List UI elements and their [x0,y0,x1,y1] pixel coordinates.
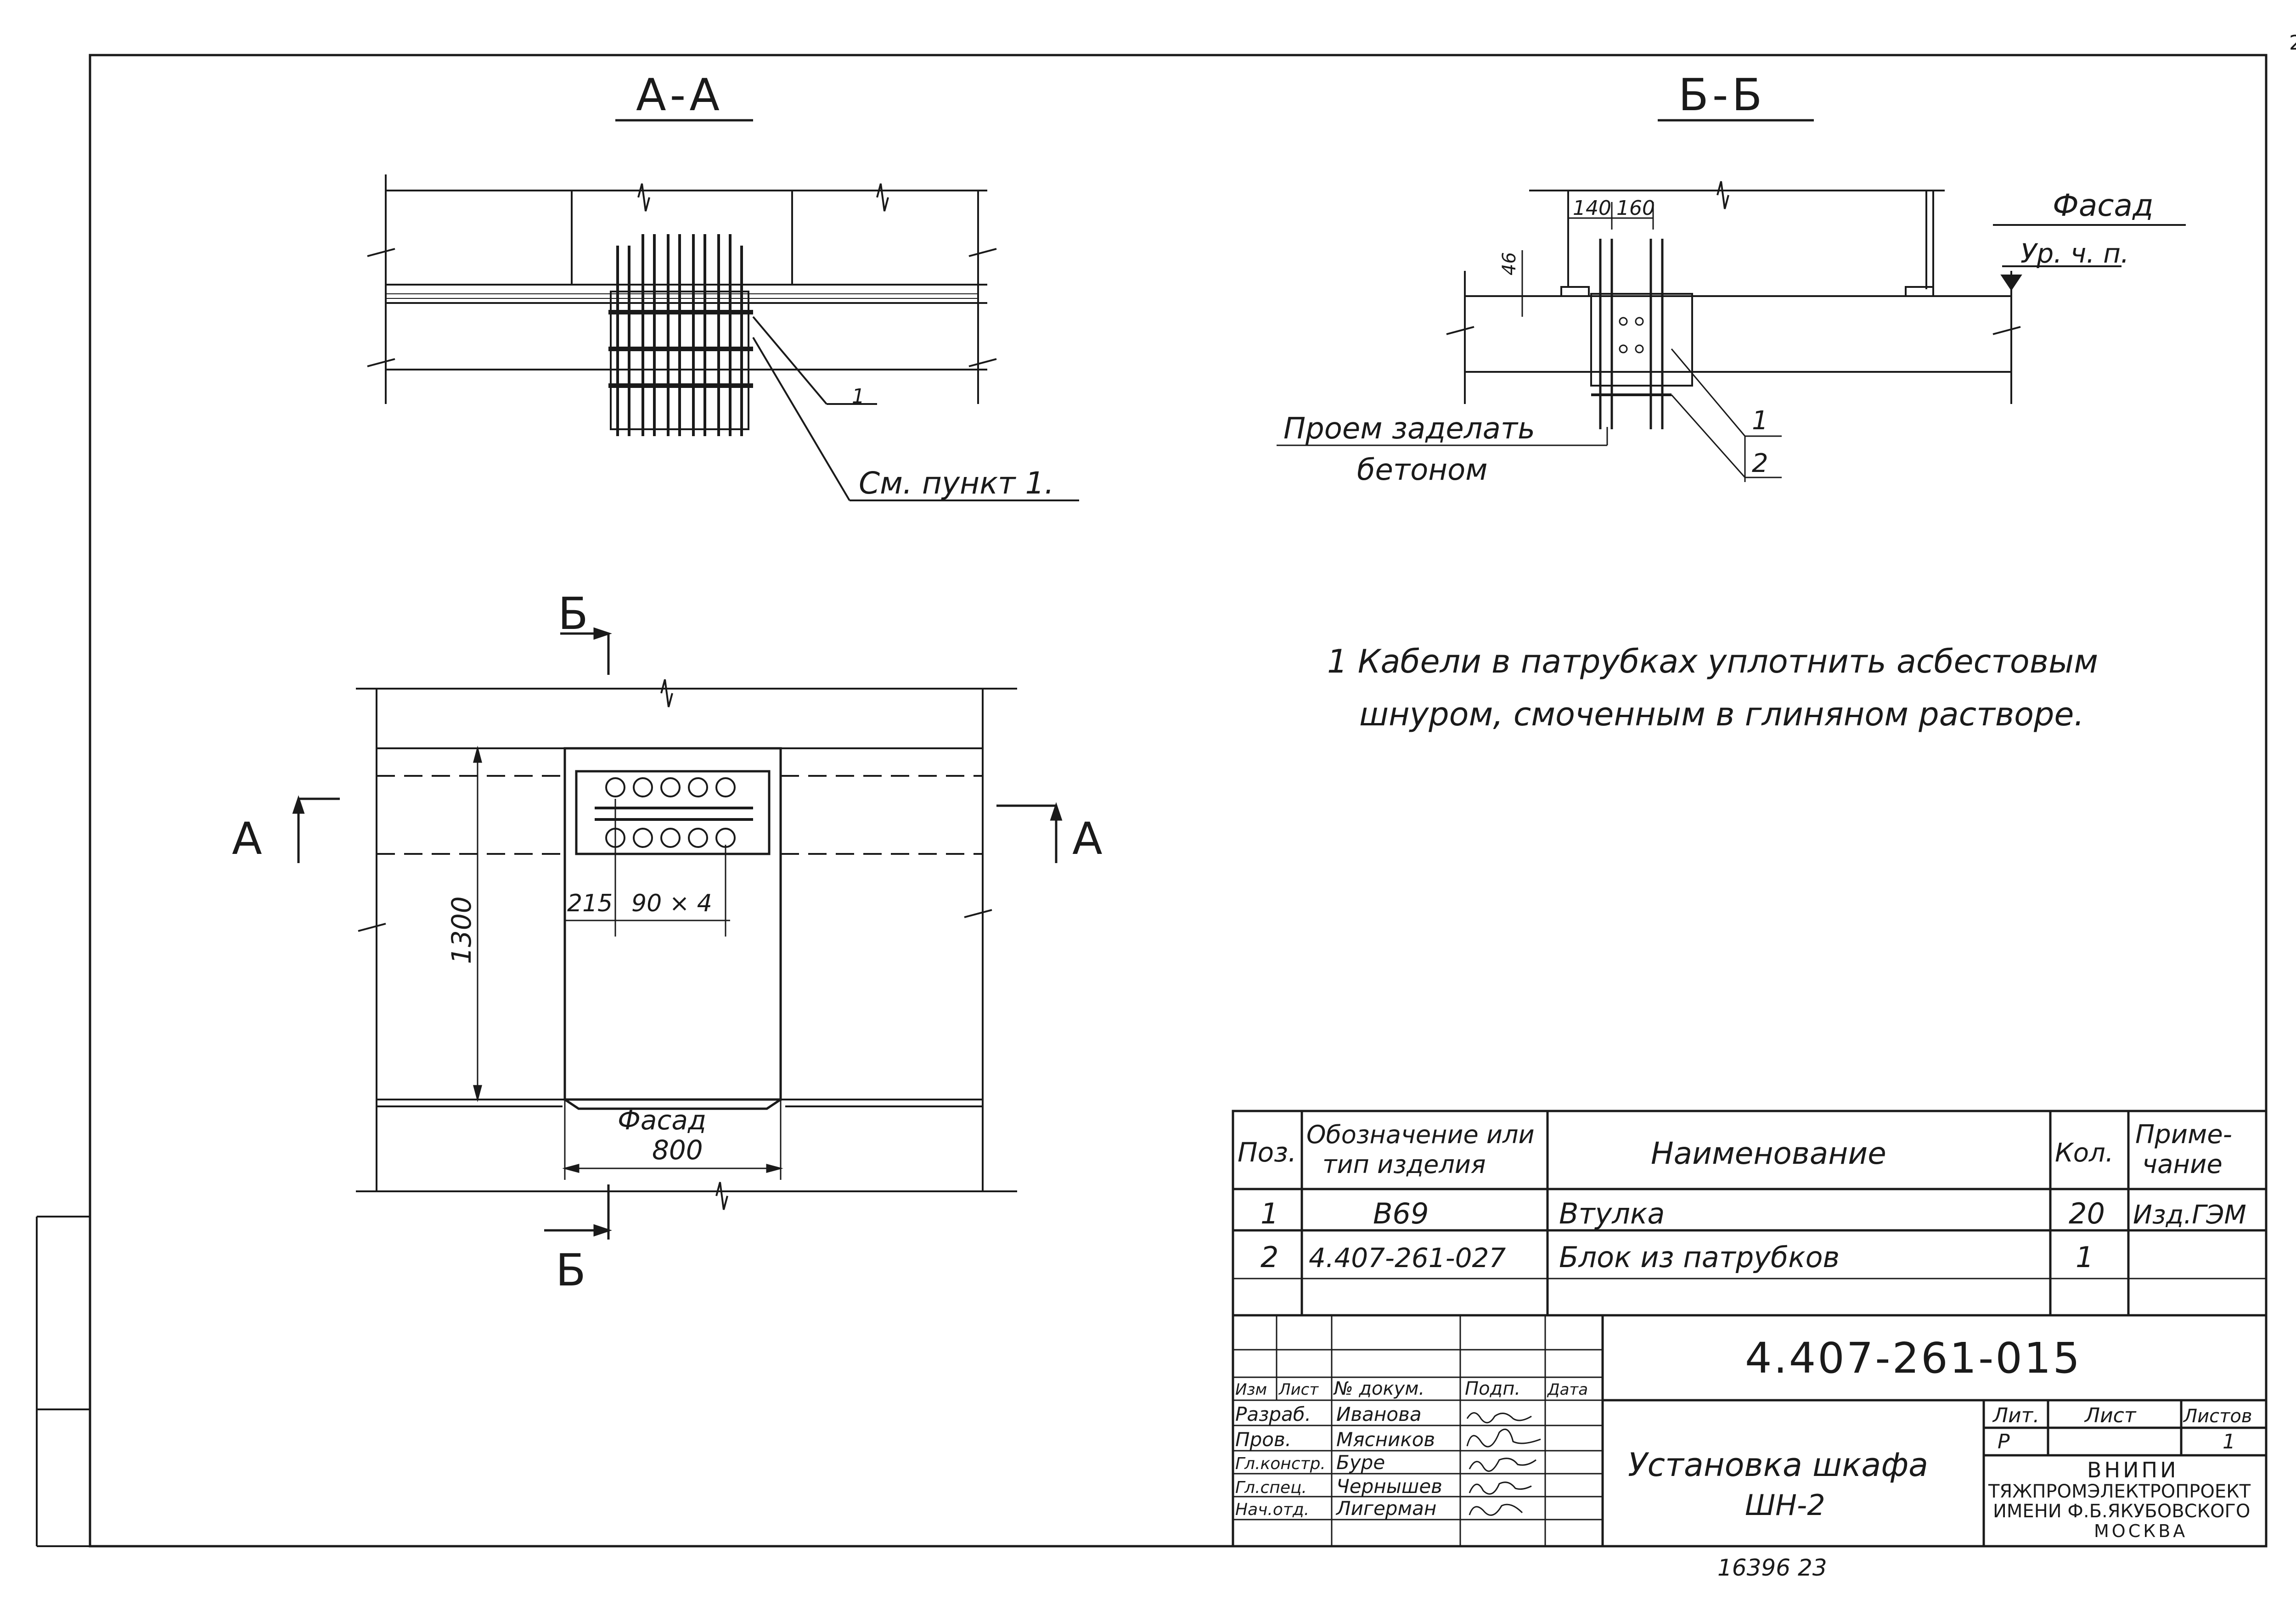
drawing-title-line1: Установка шкафа [1628,1446,1928,1484]
dim-160: 160 [1616,196,1655,220]
spec-row2-qty: 1 [2076,1240,2093,1274]
title-doc-code: 4.407-261-015 [1745,1334,2082,1383]
spec-row2-designation: 4.407-261-027 [1309,1242,1506,1274]
section-bb: Б-Б [1277,69,2186,487]
spec-row2-name: Блок из патрубков [1559,1240,1840,1274]
role-chief-designer: Гл.констр. [1235,1454,1326,1473]
dim-1300: 1300 [446,896,477,964]
page-number: 22 [2289,31,2296,55]
section-aa-callout-number: 1 [852,385,865,408]
role-chief-specialist: Гл.спец. [1235,1478,1307,1497]
signatures [1466,1412,1541,1516]
org-line1: ВНИПИ [2087,1458,2179,1482]
concrete-note-line1: Проем заделать [1283,412,1535,446]
concrete-note-line2: бетоном [1357,453,1488,487]
section-aa-callout-text: См. пункт 1. [859,466,1054,501]
role-developer: Разраб. [1235,1403,1311,1425]
floor-level-label: Ур. ч. п. [2020,238,2129,269]
title-col-list: Лист [1278,1380,1319,1399]
dim-90x4: 90 × 4 [631,890,712,917]
cut-b-bottom: Б [556,1245,586,1296]
spec-row1-designation: В69 [1373,1197,1429,1230]
sheet-label: Лист [2084,1404,2137,1427]
org-line3: ИМЕНИ Ф.Б.ЯКУБОВСКОГО [1993,1501,2250,1522]
spec-header-pos: Поз. [1238,1137,1296,1168]
spec-header-qty: Кол. [2055,1138,2114,1168]
sleeve-bundle-aa [608,234,753,436]
title-col-sign: Подп. [1465,1378,1520,1399]
note-line-2: шнуром, смоченным в глиняном растворе. [1359,696,2084,733]
sheets-value: 1 [2223,1430,2235,1453]
name-chief-specialist: Чернышев [1336,1475,1442,1498]
section-bb-title: Б-Б [1678,69,1766,121]
section-aa-title: А-А [636,69,723,121]
dim-46: 46 [1499,252,1520,275]
spec-row1-pos: 1 [1261,1197,1278,1230]
name-developer: Иванова [1336,1403,1422,1425]
spec-header-designation-2: тип изделия [1322,1150,1486,1179]
lit-value: Р [1998,1430,2010,1453]
role-dept-head: Нач.отд. [1235,1500,1309,1519]
drawing-title-line2: ШН-2 [1745,1488,1825,1522]
sheets-label: Листов [2183,1406,2252,1427]
cut-b-top: Б [558,588,588,640]
spec-header-designation-1: Обозначение или [1306,1120,1535,1149]
spec-header-note-1: Приме- [2135,1120,2232,1150]
cut-a-right: А [1072,813,1103,864]
name-checker: Мясников [1336,1428,1435,1451]
title-block [1232,1314,2268,1548]
dim-140: 140 [1573,196,1611,220]
title-col-izm: Изм [1235,1380,1267,1399]
role-checker: Пров. [1235,1428,1291,1451]
lit-label: Лит. [1992,1404,2039,1427]
facade-label-plan: Фасад [618,1105,706,1136]
sleeve-bundle-bb [1590,239,1693,429]
title-col-doc: № докум. [1333,1378,1424,1399]
spec-row1-note: Изд.ГЭМ [2133,1200,2246,1230]
bb-item-2: 2 [1752,449,1768,478]
title-col-date: Дата [1547,1380,1588,1399]
sheet-frame [36,54,2268,1548]
section-aa: А-А [367,69,1079,501]
spec-row1-qty: 20 [2069,1197,2105,1230]
pipe-block-plan [595,777,753,848]
spec-header-note-2: чание [2142,1150,2223,1179]
plan-view: Б Б А А [232,588,1103,1296]
dim-215: 215 [567,890,613,917]
cut-a-left: А [232,813,262,864]
spec-row1-name: Втулка [1559,1197,1665,1230]
spec-row2-pos: 2 [1261,1240,1278,1274]
name-chief-designer: Буре [1336,1451,1385,1474]
dim-800: 800 [652,1134,703,1166]
bb-item-1: 1 [1752,406,1768,436]
note-line-1: 1 Кабели в патрубках уплотнить асбестовы… [1327,643,2098,680]
cabinet-opening [563,747,782,1110]
bottom-note: 16396 23 [1717,1554,1827,1581]
name-dept-head: Лигерман [1335,1497,1436,1520]
spec-header-name: Наименование [1651,1136,1886,1171]
org-line4: МОСКВА [2094,1521,2188,1541]
org-line2: ТЯЖПРОМЭЛЕКТРОПРОЕКТ [1988,1481,2251,1502]
facade-label-bb: Фасад [2053,188,2154,223]
